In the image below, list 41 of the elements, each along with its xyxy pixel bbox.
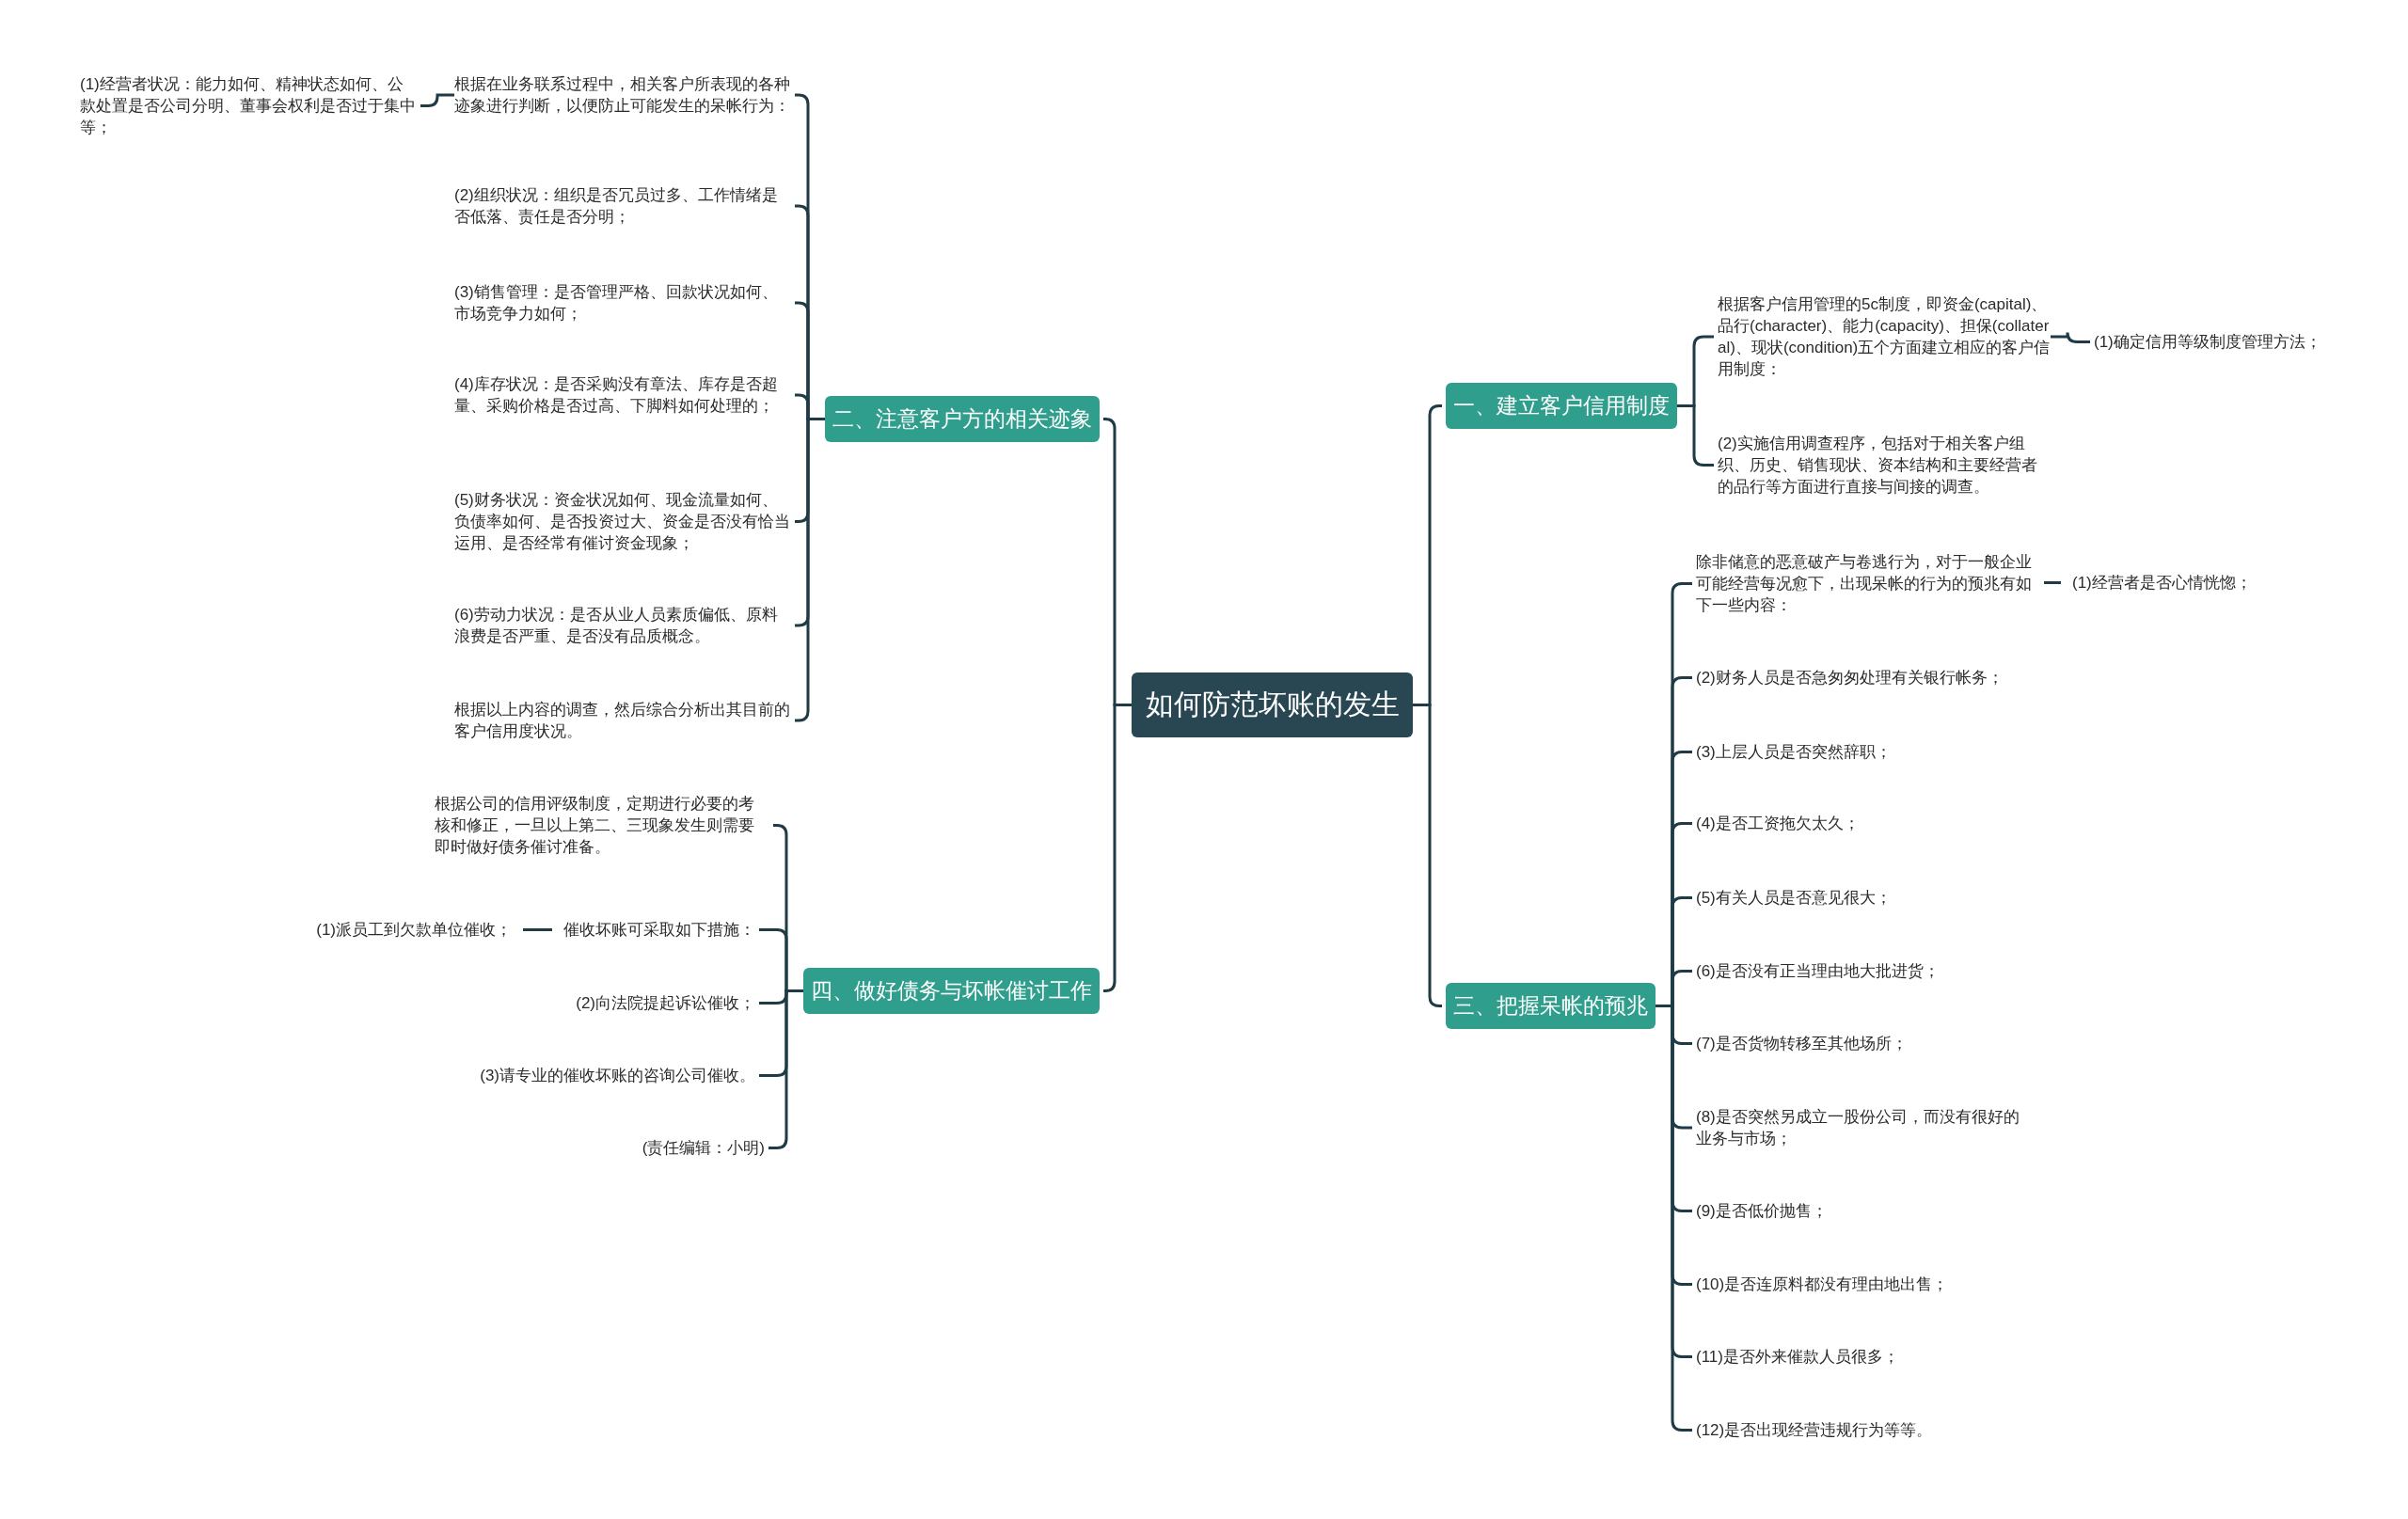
branch-topic-box: 三、把握呆帐的预兆: [1446, 983, 1656, 1029]
topic-text: (6)劳动力状况：是否从业人员素质偏低、原料浪费是否严重、是否没有品质概念。: [454, 604, 791, 647]
connector-line: [420, 93, 454, 107]
connector-line: [2044, 581, 2061, 584]
topic-text: (3)上层人员是否突然辞职；: [1696, 741, 1892, 763]
topic-text: (2)财务人员是否急匆匆处理有关银行帐务；: [1696, 667, 2004, 688]
topic-text: (9)是否低价抛售；: [1696, 1200, 1828, 1222]
topic-text: (12)是否出现经营违规行为等等。: [1696, 1419, 1933, 1441]
topic-text: 根据以上内容的调查，然后综合分析出其目前的客户信用度状况。: [454, 699, 791, 742]
topic-text: (10)是否连原料都没有理由地出售；: [1696, 1274, 1949, 1295]
topic-text: (4)是否工资拖欠太久；: [1696, 813, 1860, 834]
topic-text: (3)销售管理：是否管理严格、回款状况如何、市场竞争力如何；: [454, 281, 791, 324]
branch-topic-box: 一、建立客户信用制度: [1446, 383, 1677, 429]
branch-topic-box: 二、注意客户方的相关迹象: [825, 396, 1100, 442]
topic-text: (2)组织状况：组织是否冗员过多、工作情绪是否低落、责任是否分明；: [454, 184, 791, 228]
topic-text: 除非储意的恶意破产与卷逃行为，对于一般企业可能经营每况愈下，出现呆帐的行为的预兆有如下一些内容：: [1696, 551, 2033, 616]
topic-text: (6)是否没有正当理由地大批进货；: [1696, 960, 1940, 982]
topic-text: (8)是否突然另成立一股份公司，而没有很好的业务与市场；: [1696, 1106, 2033, 1149]
topic-text: 催收坏账可采取如下措施：: [563, 919, 755, 941]
topic-text: (1)经营者状况：能力如何、精神状态如何、公款处置是否公司分明、董事会权利是否过于集中等；: [80, 73, 417, 138]
topic-text: (1)经营者是否心情恍惚；: [2072, 572, 2252, 593]
connector-line: [1656, 1005, 1692, 1432]
connector-line: [523, 928, 552, 931]
topic-text: (7)是否货物转移至其他场所；: [1696, 1033, 1908, 1054]
connector-line: [2051, 331, 2090, 343]
topic-text: (11)是否外来催款人员很多；: [1696, 1346, 1899, 1368]
branch-topic-box: 四、做好债务与坏帐催讨工作: [803, 968, 1100, 1014]
topic-text: (1)派员工到欠款单位催收；: [316, 919, 512, 941]
topic-text: (2)实施信用调查程序，包括对于相关客户组织、历史、销售现状、资本结构和主要经营者的品行等方面进行直接与间接的调查。: [1718, 433, 2051, 498]
topic-text: (1)确定信用等级制度管理方法；: [2094, 331, 2321, 353]
topic-text: 根据公司的信用评级制度，定期进行必要的考核和修正，一旦以上第二、三现象发生则需要即时做好债务催讨准备。: [435, 793, 769, 858]
topic-text: (3)请专业的催收坏账的咨询公司催收。: [480, 1065, 755, 1086]
topic-text: (5)有关人员是否意见很大；: [1696, 887, 1892, 909]
topic-text: 根据在业务联系过程中，相关客户所表现的各种迹象进行判断，以便防止可能发生的呆帐行为：: [454, 73, 791, 117]
central-topic-box: 如何防范坏账的发生: [1132, 672, 1413, 737]
topic-text: (4)库存状况：是否采购没有章法、库存是否超量、采购价格是否过高、下脚料如何处理的；: [454, 373, 791, 417]
topic-text: (5)财务状况：资金状况如何、现金流量如何、负债率如何、是否投资过大、资金是否没有恰当运用、是否经常有催讨资金现象；: [454, 489, 791, 554]
connector-line: [1102, 704, 1132, 992]
topic-text: (2)向法院提起诉讼催收；: [576, 992, 755, 1014]
topic-text: 根据客户信用管理的5c制度，即资金(capital)、品行(character)、能力(capacity)、担保(collateral)、现状(condition)五个方面建立相应的客户信用制度：: [1718, 293, 2051, 380]
topic-text: (责任编辑：小明): [642, 1137, 765, 1159]
